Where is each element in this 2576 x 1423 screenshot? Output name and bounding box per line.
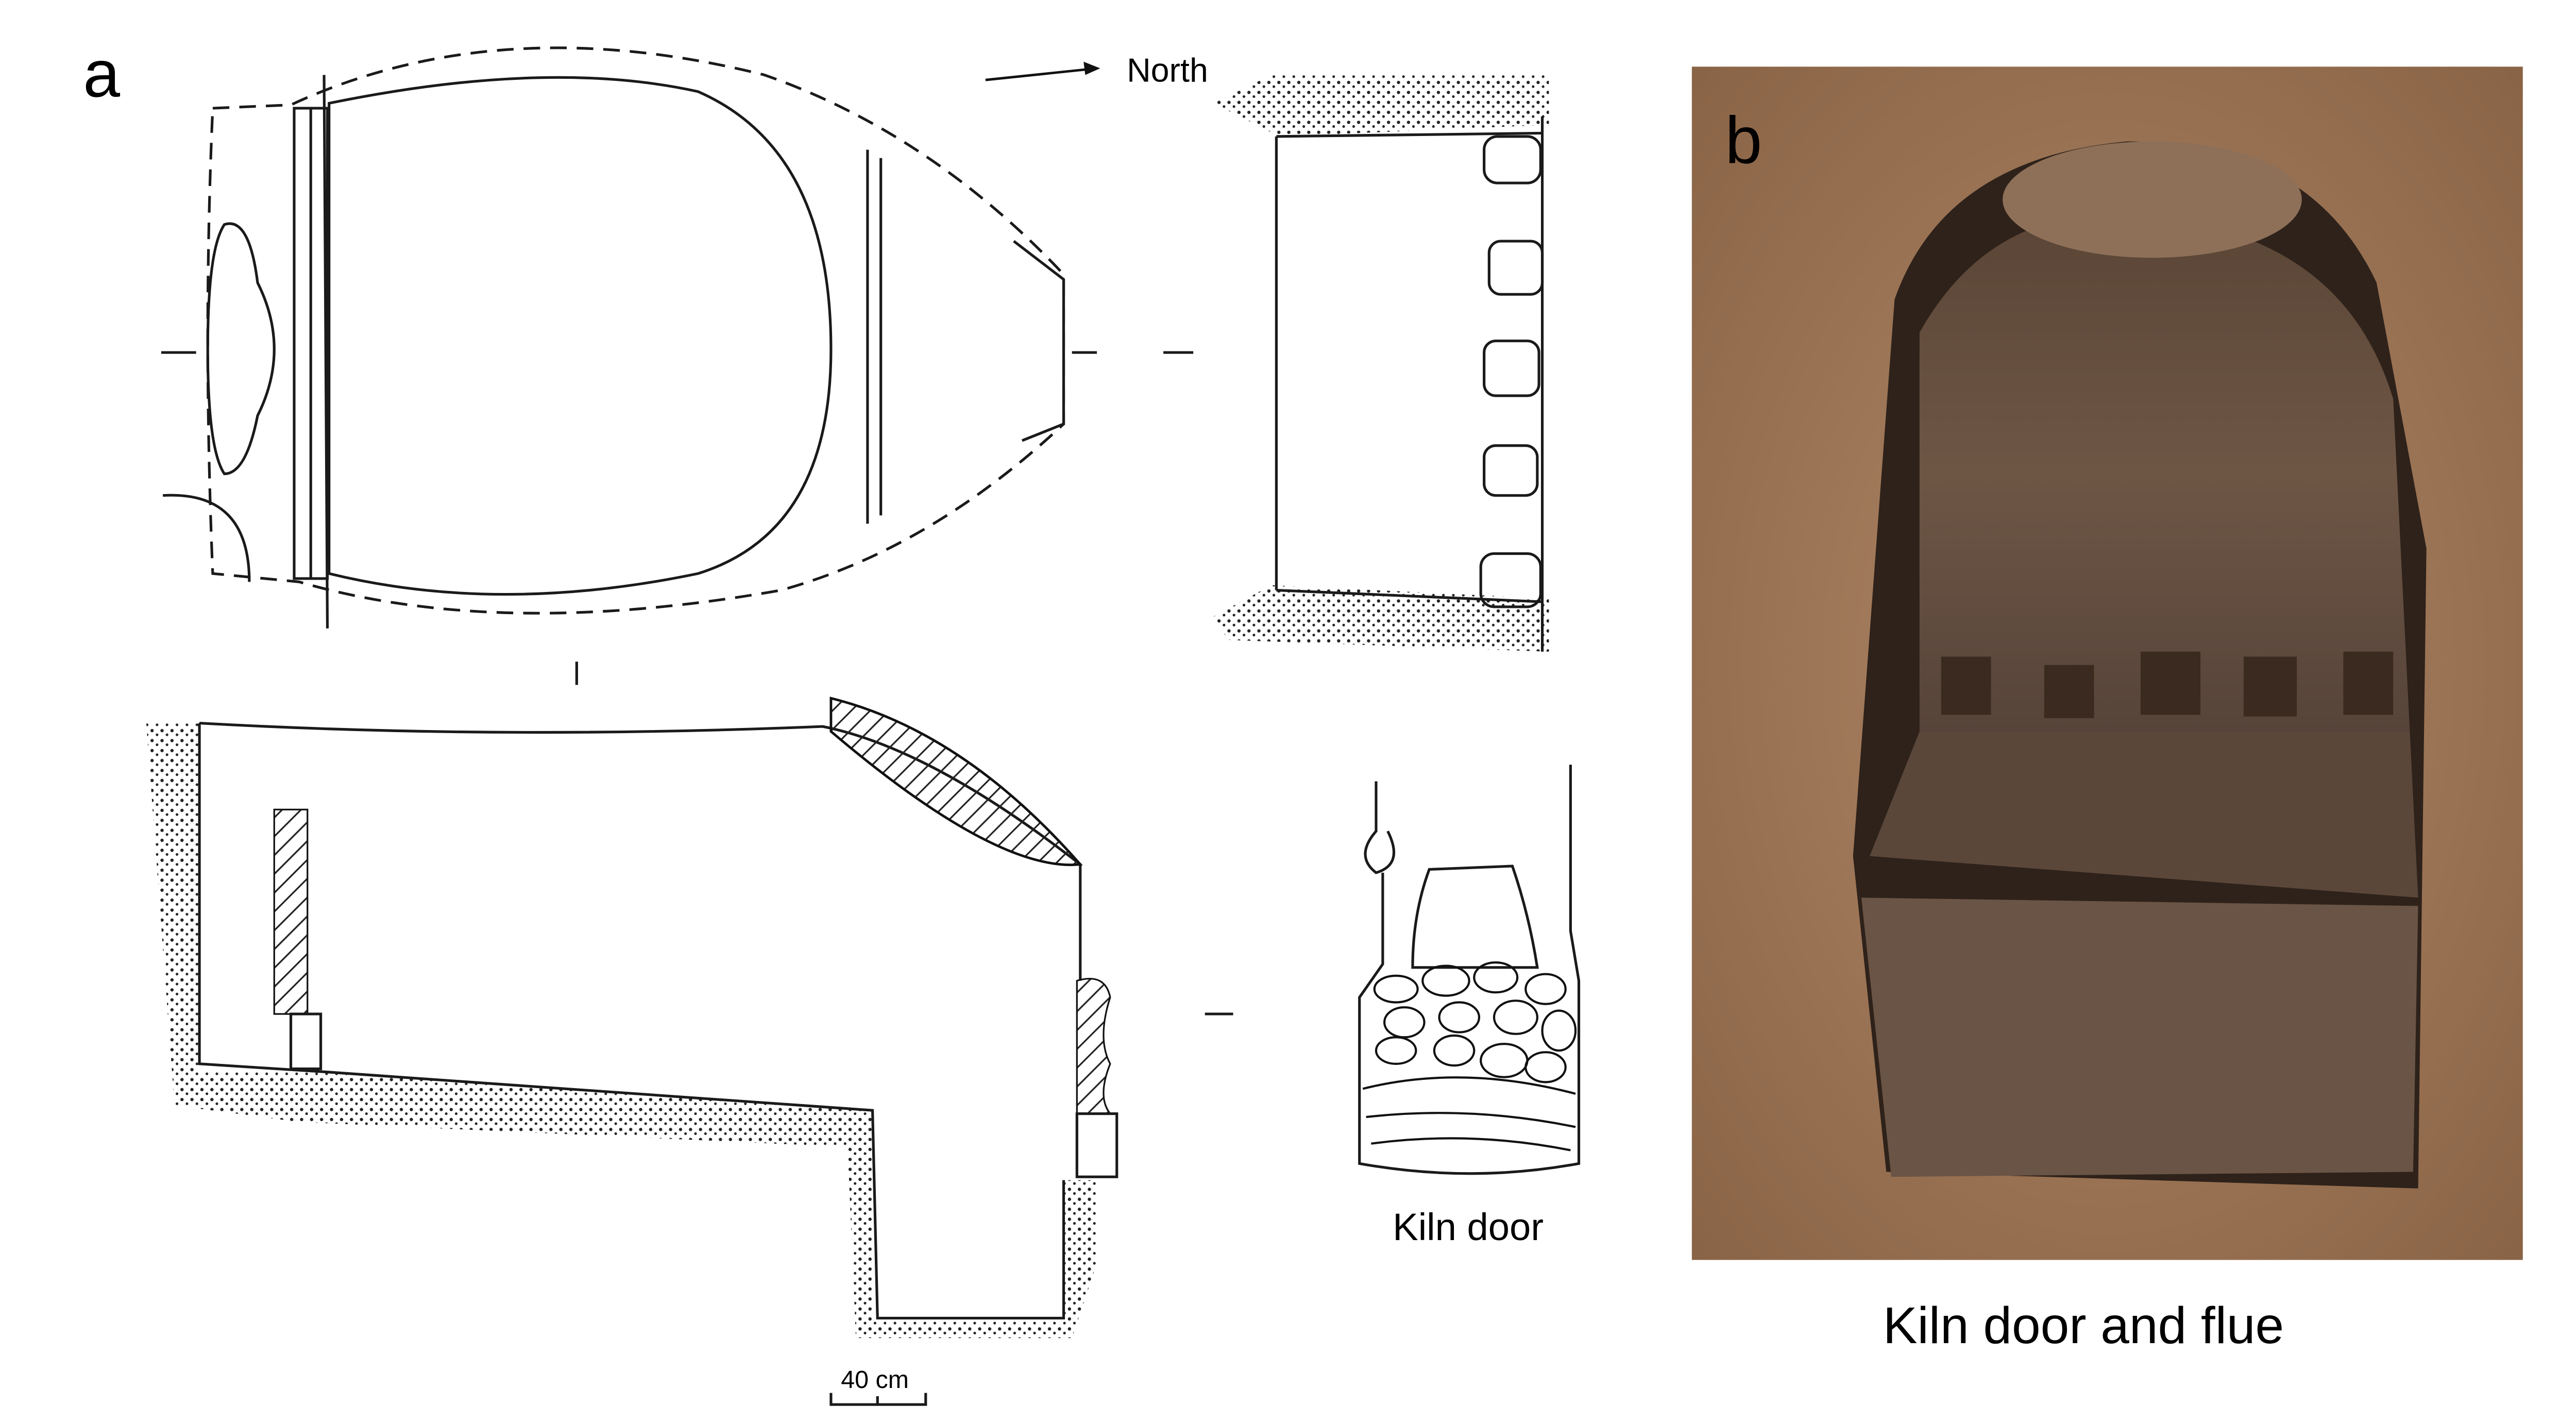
panel-b-caption: Kiln door and flue: [1883, 1297, 2284, 1354]
kiln-plan-view: [161, 46, 1194, 685]
kiln-door-sketch: Kiln door: [1358, 765, 1581, 1248]
flue-holes: [1941, 651, 2394, 718]
kiln-section-view: [146, 697, 1233, 1339]
arrow-head-icon: [1083, 61, 1100, 75]
scale-bar-label: 40 cm: [841, 1366, 909, 1394]
panel-b-label: b: [1725, 103, 1762, 177]
kiln-door-caption: Kiln door: [1393, 1206, 1544, 1248]
panel-b-photo: b Kiln door and flue: [1691, 66, 2523, 1354]
north-arrow: North: [985, 52, 1208, 89]
panel-a-drawing: a North: [83, 37, 1581, 1406]
flue-end-view: [1210, 75, 1549, 652]
scale-bar: 40 cm: [829, 1366, 927, 1406]
panel-a-label: a: [83, 37, 120, 111]
kiln-floor-block: [1861, 897, 2418, 1177]
north-label: North: [1127, 52, 1208, 89]
